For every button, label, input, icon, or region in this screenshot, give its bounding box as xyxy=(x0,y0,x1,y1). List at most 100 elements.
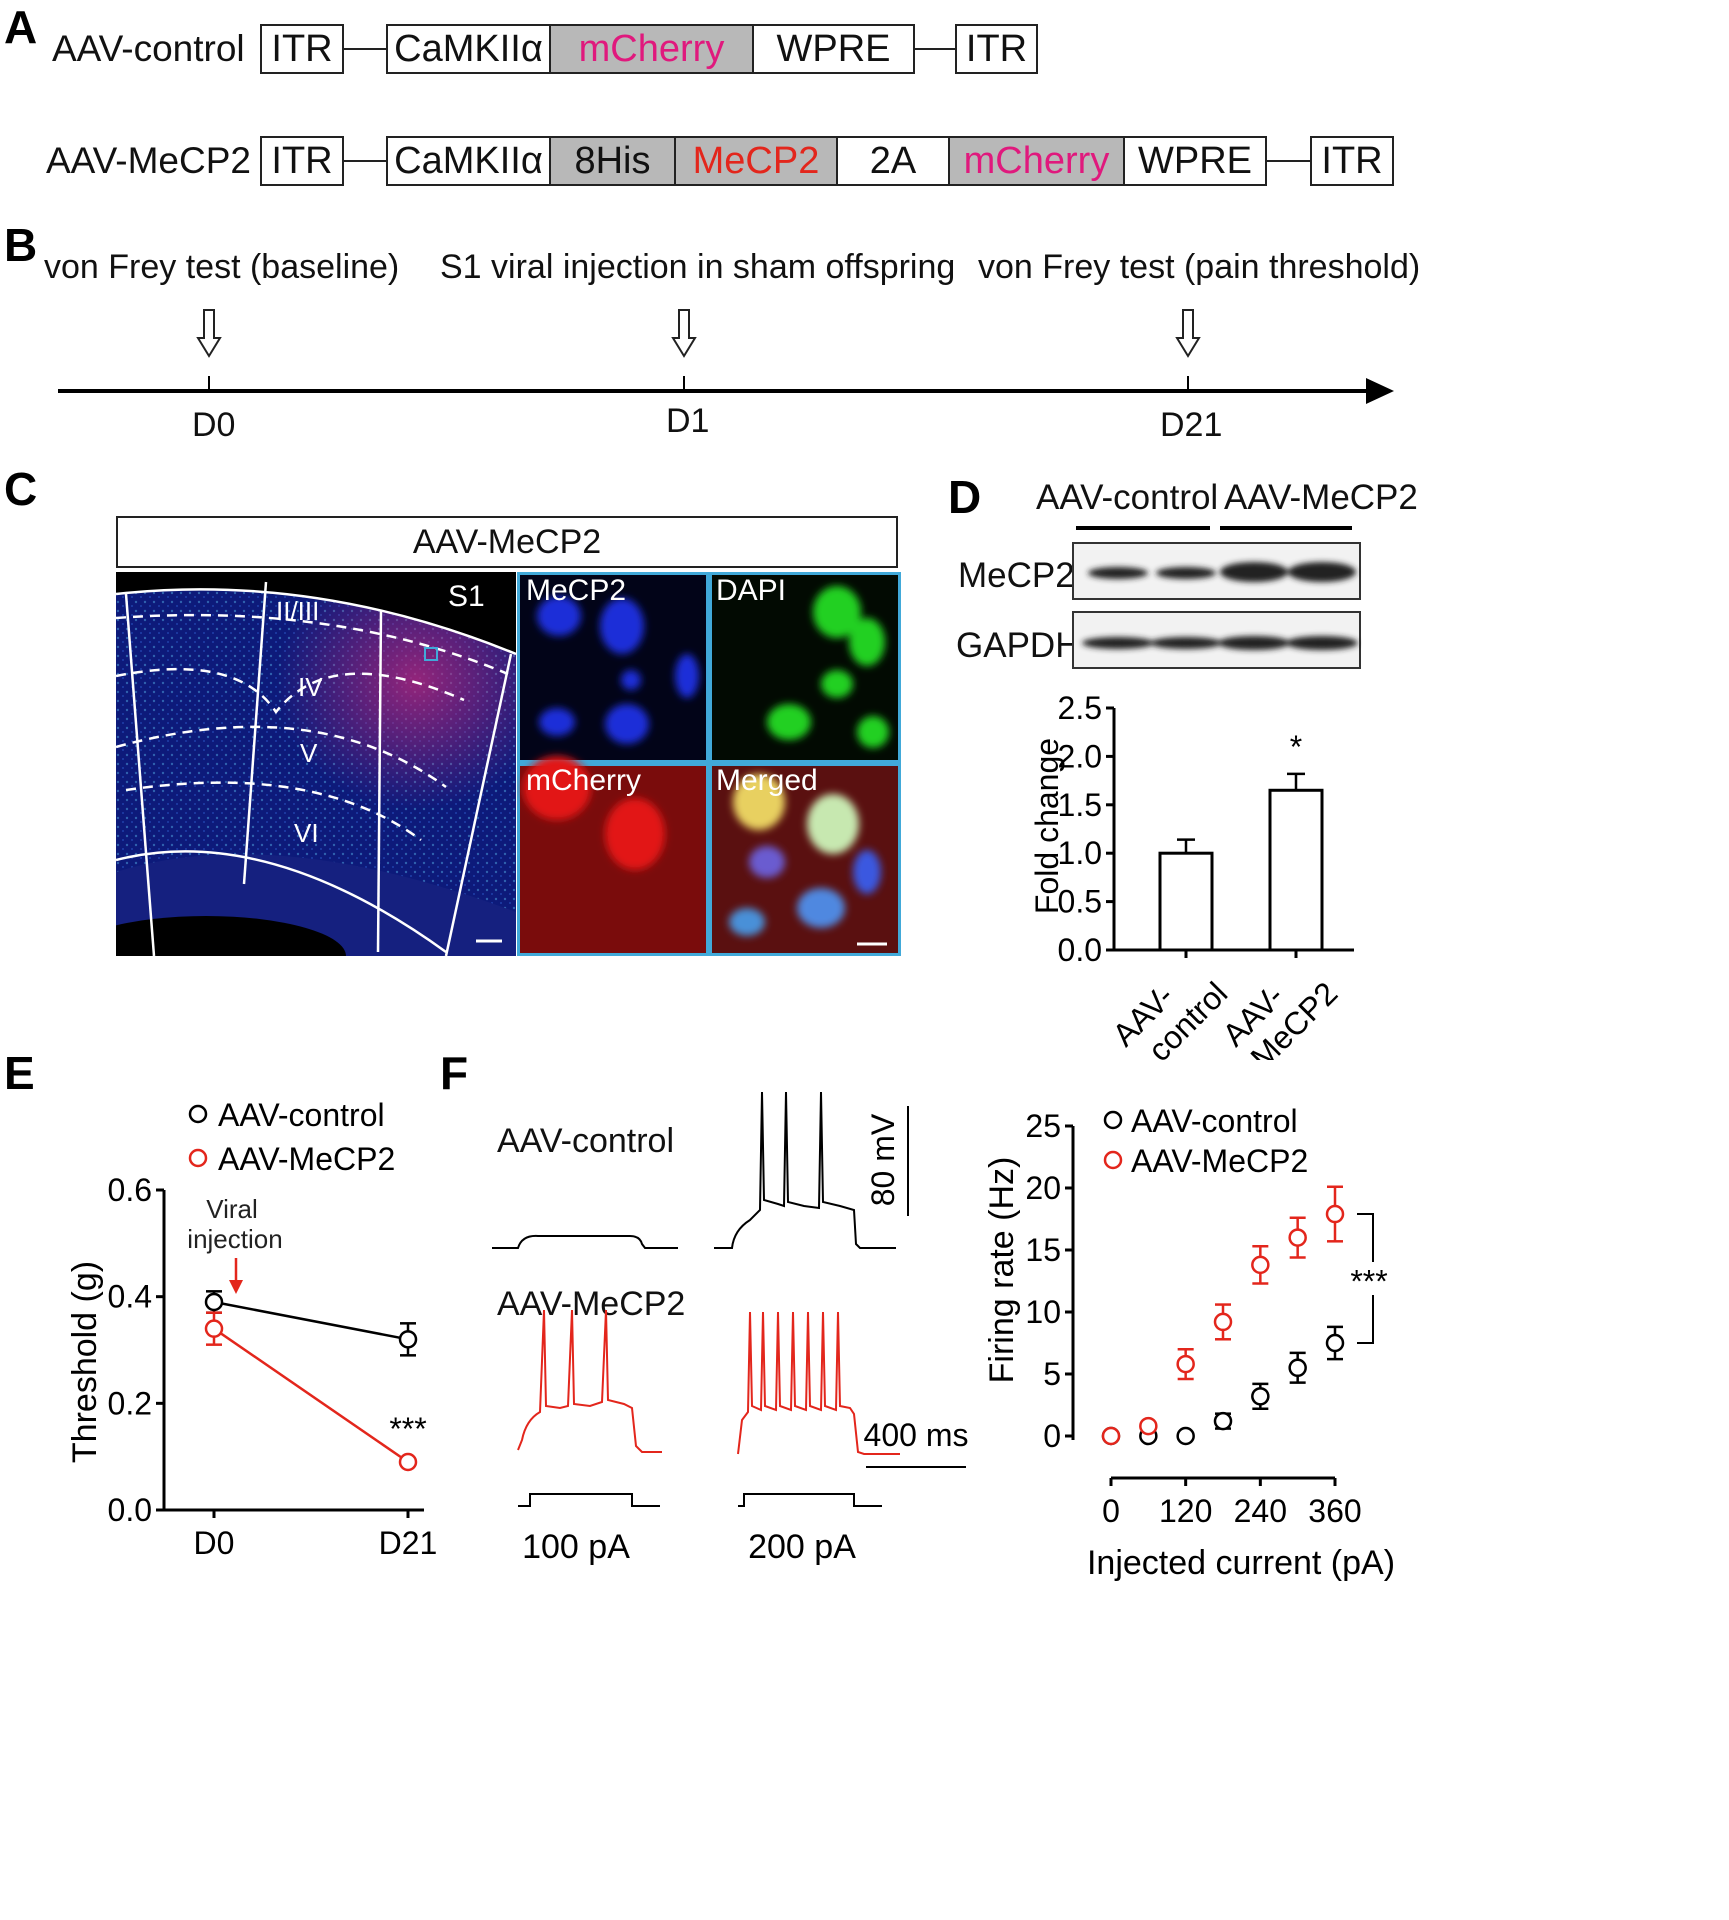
inset-label-mecp2: MeCP2 xyxy=(526,574,627,607)
itr-box: ITR xyxy=(1310,136,1394,186)
bar xyxy=(1158,851,1214,952)
layer-label: VI xyxy=(294,818,319,848)
legend-label: AAV-control xyxy=(1131,1103,1298,1139)
timeline xyxy=(58,309,1394,404)
legend-marker xyxy=(1103,1150,1123,1170)
y-tick-label: 20 xyxy=(1025,1170,1061,1206)
event-label-baseline: von Frey test (baseline) xyxy=(44,248,400,286)
construct-line xyxy=(343,48,387,50)
legend-marker xyxy=(188,1104,208,1124)
series-line xyxy=(213,1327,409,1464)
y-tick-label: 0.4 xyxy=(108,1279,152,1315)
trace-label-mecp2: AAV-MeCP2 xyxy=(497,1285,686,1323)
legend-label: AAV-control xyxy=(218,1097,385,1133)
y-tick-label: 0.0 xyxy=(108,1492,152,1528)
day-label-d21: D21 xyxy=(1160,406,1223,444)
blot-label-mecp2: MeCP2 xyxy=(958,556,1075,595)
legend-label: AAV-MeCP2 xyxy=(1131,1143,1308,1179)
scale-voltage: 80 mV xyxy=(865,1113,901,1206)
x-tick-label: AAV-MeCP2 xyxy=(1215,949,1344,1060)
group-label-control: AAV-control xyxy=(1036,478,1219,517)
camkii-box: CaMKIIα xyxy=(386,136,551,186)
blot-label-gapdh: GAPDH xyxy=(956,626,1081,665)
data-point xyxy=(204,1319,224,1338)
y-axis-label: Fold change xyxy=(1029,738,1065,914)
itr-box: ITR xyxy=(955,24,1038,74)
data-point xyxy=(1176,1426,1195,1446)
y-axis-label: Threshold (g) xyxy=(66,1261,104,1463)
significance-label: *** xyxy=(389,1411,426,1447)
event-label-injection: S1 viral injection in sham offspring xyxy=(440,248,956,286)
layer-label: II/III xyxy=(276,596,320,626)
data-point xyxy=(1325,1333,1345,1353)
series-line xyxy=(213,1300,409,1341)
panel-letter-c: C xyxy=(4,463,38,515)
trace-control-100 xyxy=(492,1234,678,1249)
y-tick-label: 0.2 xyxy=(108,1385,152,1421)
mcherry-box: mCherry xyxy=(948,136,1125,186)
legend-marker xyxy=(188,1148,208,1168)
construct-line xyxy=(343,160,387,162)
y-tick-label: 1.0 xyxy=(1058,835,1102,871)
significance-label: * xyxy=(1290,729,1302,765)
down-arrow-icon xyxy=(196,309,222,358)
data-point xyxy=(1325,1204,1345,1224)
trace-mecp2-200 xyxy=(737,1311,900,1455)
x-tick-label: D0 xyxy=(194,1525,235,1561)
legend-marker xyxy=(1103,1110,1123,1130)
y-tick-label: 15 xyxy=(1025,1232,1061,1268)
panel-letter-f: F xyxy=(440,1047,469,1099)
group-label-mecp2: AAV-MeCP2 xyxy=(1224,478,1418,517)
inset-label-mcherry: mCherry xyxy=(526,764,642,797)
threshold-chart: Threshold (g) Viral injection 0.00.20.40… xyxy=(66,1097,437,1561)
x-tick-label: AAV-control xyxy=(1105,949,1234,1060)
panel-letter-e: E xyxy=(4,1047,35,1099)
data-point xyxy=(204,1292,224,1312)
trace-mecp2-100 xyxy=(517,1309,662,1453)
scale-time: 400 ms xyxy=(864,1417,969,1453)
down-arrow-icon xyxy=(671,309,697,358)
current-step-200 xyxy=(738,1493,882,1507)
y-tick-label: 10 xyxy=(1025,1294,1061,1330)
mcherry-box: mCherry xyxy=(549,24,754,74)
legend-label: AAV-MeCP2 xyxy=(218,1141,395,1177)
down-arrow-icon xyxy=(1175,309,1201,358)
arrowhead-icon xyxy=(1366,378,1394,404)
data-point xyxy=(1213,1312,1233,1332)
region-label: S1 xyxy=(448,580,485,613)
itr-box: ITR xyxy=(260,136,344,186)
x-tick-label: 360 xyxy=(1308,1493,1361,1529)
western-blot xyxy=(1072,542,1361,669)
layer-label: V xyxy=(300,738,318,768)
construct-label-mecp2: AAV-MeCP2 xyxy=(46,140,251,181)
y-tick-label: 0 xyxy=(1043,1418,1061,1454)
trace-control-200 xyxy=(714,1091,896,1249)
x-axis-label: Injected current (pA) xyxy=(1087,1544,1395,1582)
day-label-d0: D0 xyxy=(192,406,236,444)
y-tick-label: 0.5 xyxy=(1058,884,1102,920)
arrow-label: injection xyxy=(187,1224,282,1254)
event-label-threshold: von Frey test (pain threshold) xyxy=(978,248,1421,286)
camkii-box: CaMKIIα xyxy=(386,24,551,74)
panel-letter-a: A xyxy=(4,1,38,53)
inset-images xyxy=(517,572,901,956)
day-label-d1: D1 xyxy=(666,402,710,440)
group-bar xyxy=(1220,526,1352,530)
trace-label-control: AAV-control xyxy=(497,1122,675,1160)
current-label-100: 100 pA xyxy=(522,1528,630,1566)
y-tick-label: 1.5 xyxy=(1058,787,1102,823)
x-tick-label: 120 xyxy=(1159,1493,1212,1529)
wpre-box: WPRE xyxy=(1123,136,1267,186)
significance-bracket xyxy=(1357,1213,1374,1344)
inset-label-dapi: DAPI xyxy=(716,574,787,607)
construct-label-control: AAV-control xyxy=(52,28,245,69)
panel-letter-b: B xyxy=(4,219,38,271)
data-point xyxy=(398,1330,418,1349)
y-tick-label: 5 xyxy=(1043,1356,1061,1392)
x-tick-label: 240 xyxy=(1234,1493,1287,1529)
data-point xyxy=(1213,1411,1233,1431)
inset-label-merged: Merged xyxy=(716,764,818,797)
construct-line xyxy=(1266,160,1312,162)
data-point xyxy=(1251,1255,1270,1275)
y-axis-label: Firing rate (Hz) xyxy=(985,1157,1021,1384)
